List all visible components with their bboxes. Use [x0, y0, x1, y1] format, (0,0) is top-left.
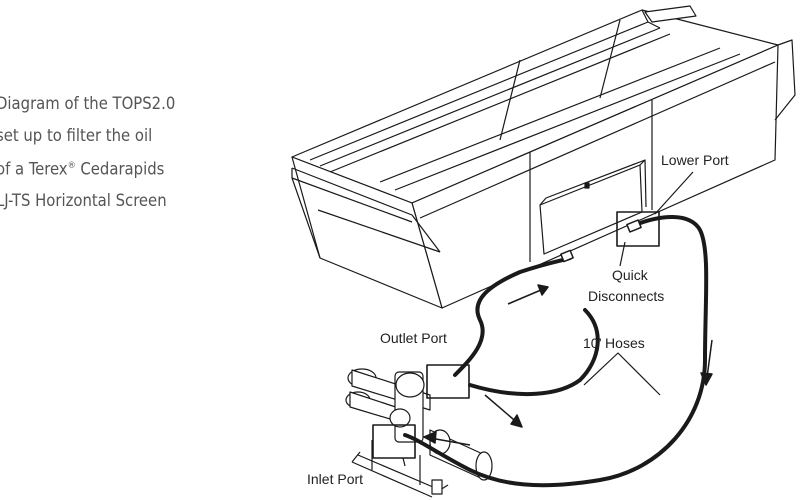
caption-line-3: of a Terex® Cedarapids	[0, 151, 256, 185]
hoses	[403, 215, 709, 488]
registered-mark: ®	[67, 161, 76, 171]
return-hose	[403, 215, 709, 488]
lower-port-box	[616, 211, 660, 247]
outlet-port-box	[426, 364, 470, 399]
horizontal-screen	[291, 5, 796, 309]
inlet-port-label: Inlet Port	[307, 471, 363, 487]
outlet-hose	[453, 256, 572, 377]
loop-hose	[468, 308, 600, 396]
outlet-port-label: Outlet Port	[380, 330, 447, 346]
caption-line-2: set up to filter the oil	[0, 125, 153, 145]
diagram-caption: Diagram of the TOPS2.0 set up to filter …	[0, 88, 256, 217]
hoses-leader	[583, 352, 661, 396]
caption-line-4: LJ-TS Horizontal Screen	[0, 191, 167, 210]
feed-end-housing	[644, 5, 697, 23]
quick-disconnects	[560, 219, 642, 263]
inlet-port-box	[372, 424, 416, 459]
caption-line-3-start: of a Terex	[0, 159, 68, 179]
filter-unit	[345, 368, 493, 498]
flow-arrows	[423, 284, 713, 446]
caption-line-3-end: Cedarapids	[75, 159, 165, 179]
quick-label: Quick	[612, 267, 649, 283]
caption-line-1: Diagram of the TOPS2.0	[0, 94, 176, 113]
disconnects-label: Disconnects	[588, 288, 664, 304]
hoses-label: 10’ Hoses	[583, 335, 645, 351]
screen-discharge-end	[291, 156, 443, 309]
lower-port-label: Lower Port	[661, 152, 729, 168]
